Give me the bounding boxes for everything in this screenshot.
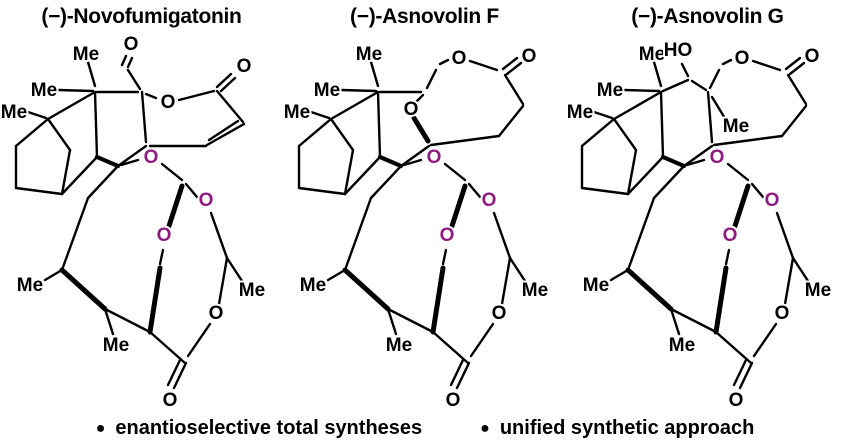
structure-novofumigatonin: O O O [0, 34, 283, 414]
structure-asnovolin-f: O O O [283, 34, 566, 414]
bond-lines [95, 54, 246, 148]
bullet-icon: ● [95, 419, 106, 437]
atom-label-o-aldehyde: O [124, 34, 139, 55]
atom-labels: O O O [122, 34, 254, 115]
structure-asnovolin-g: HO O O Me [566, 38, 849, 414]
compound-asnovolin-g: (−)-Asnovolin G [566, 0, 849, 414]
compound-row: (−)-Novofumigatonin [0, 0, 850, 414]
atom-label-o-lactone: O [161, 92, 176, 113]
bond-lines [378, 56, 525, 147]
bullet-icon: ● [480, 419, 490, 437]
atom-labels: O O O [402, 44, 539, 122]
highlight-text: unified synthetic approach [499, 417, 755, 439]
highlight-item: ● unified synthetic approach [480, 417, 754, 440]
atom-label-o-carbonyl: O [805, 46, 820, 67]
highlight-text: enantioselective total syntheses [115, 417, 423, 439]
atom-label-o-carbonyl: O [237, 56, 252, 77]
atom-label-me: Me [723, 116, 749, 137]
compound-name: (−)-Asnovolin F [350, 5, 499, 28]
atom-label-o-carbonyl: O [522, 46, 537, 67]
footer-highlights: ● enantioselective total syntheses ● uni… [0, 414, 850, 443]
atom-label-o-lactone: O [735, 48, 750, 69]
compound-novofumigatonin: (−)-Novofumigatonin [0, 0, 283, 414]
compound-name: (−)-Novofumigatonin [41, 5, 242, 28]
bond-lines [661, 56, 808, 147]
compound-name: (−)-Asnovolin G [631, 5, 784, 28]
highlight-item: ● enantioselective total syntheses [96, 417, 422, 440]
atom-label-hydroxyl: HO [664, 40, 693, 61]
compound-asnovolin-f: (−)-Asnovolin F O [283, 0, 566, 414]
atom-label-o-lactone: O [452, 48, 467, 69]
atom-labels: HO O O Me [662, 38, 822, 139]
atom-label-o-ether-bridge: O [404, 99, 419, 120]
